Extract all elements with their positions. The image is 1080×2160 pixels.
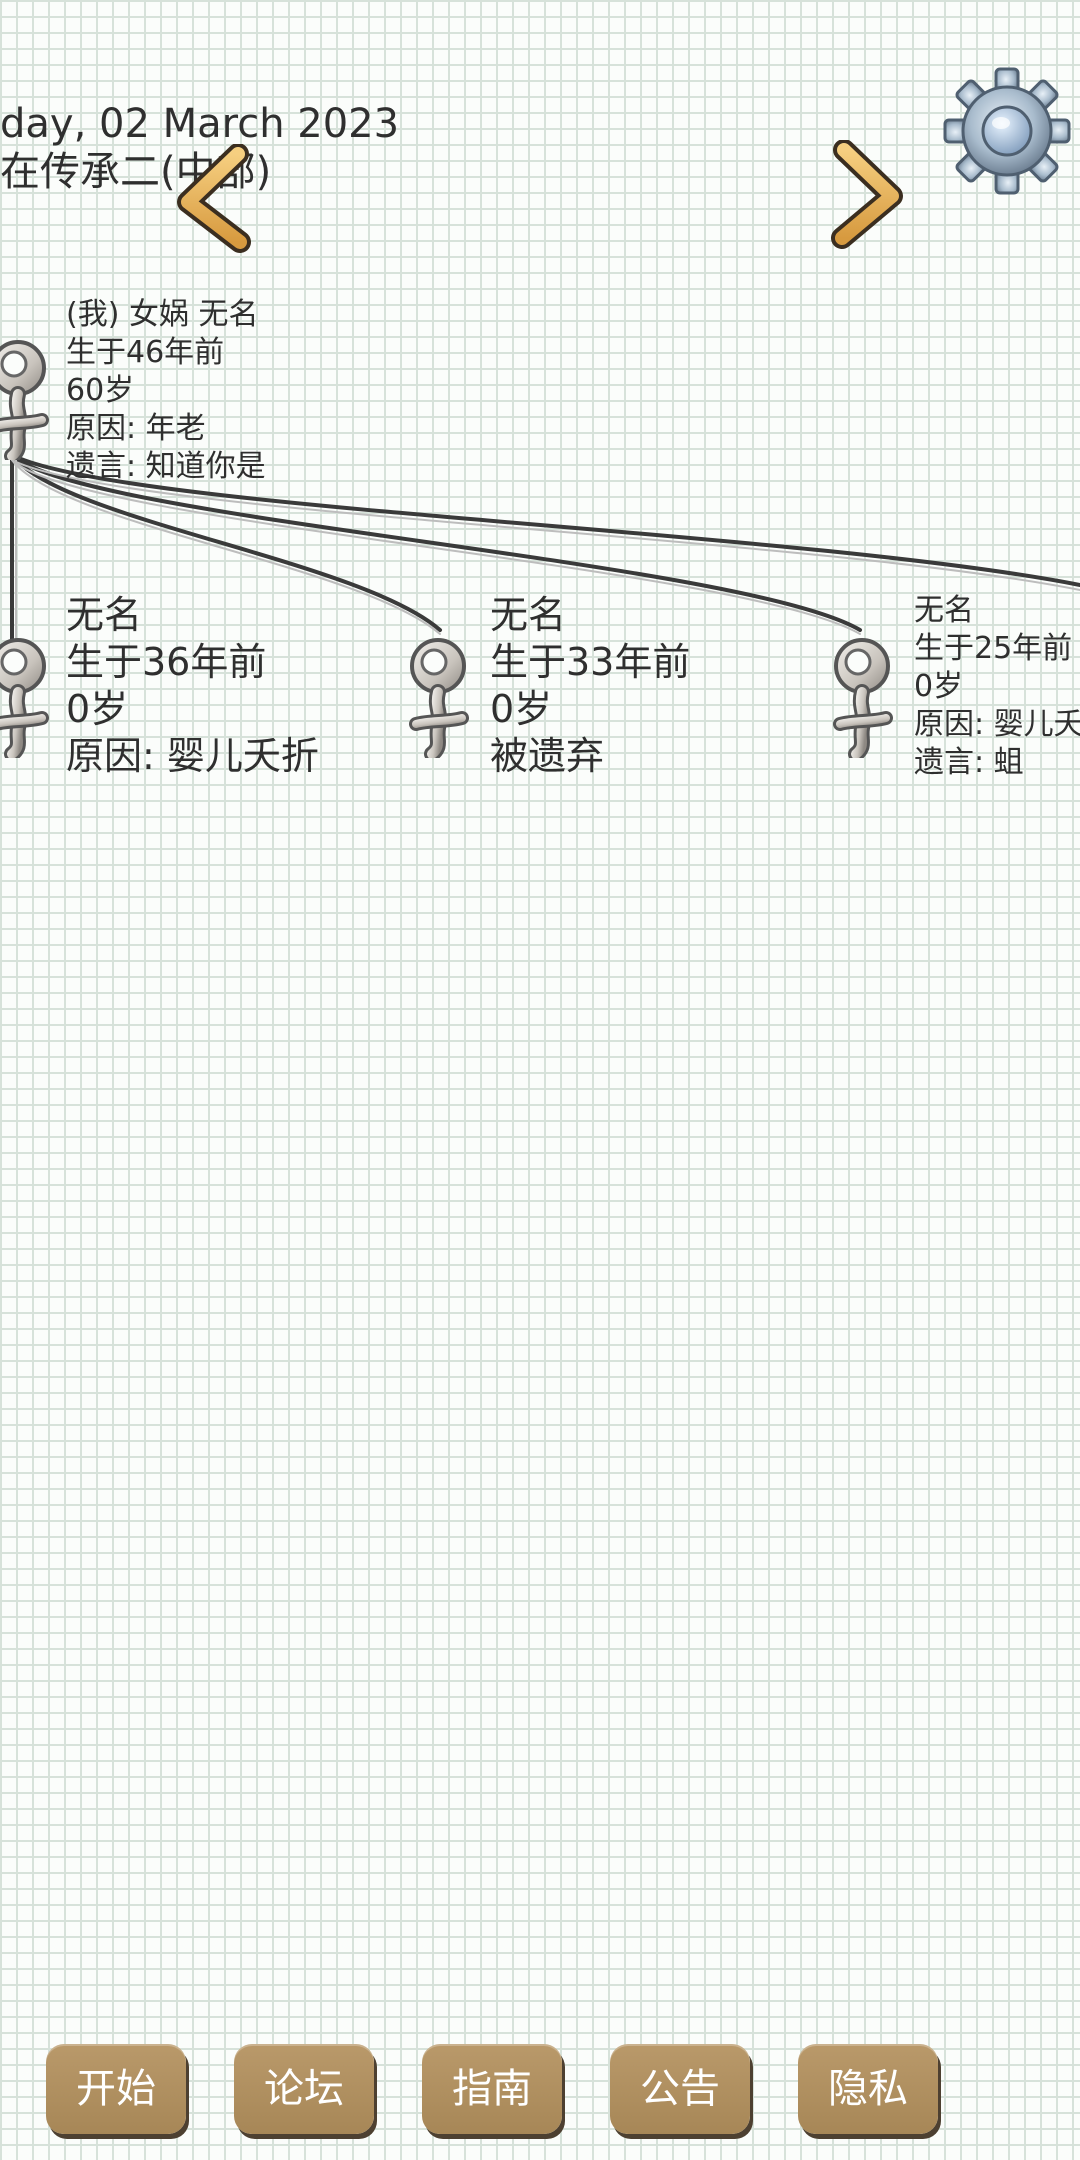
person-last-words: 遗言: 蛆 bbox=[914, 745, 1024, 780]
person-age: 0岁 bbox=[490, 687, 553, 731]
chevron-left-icon bbox=[177, 143, 251, 253]
person-info-me: (我) 女娲 无名 生于46年前 60岁 原因: 年老 遗言: 知道你是 bbox=[66, 296, 266, 486]
female-symbol-icon bbox=[822, 628, 902, 758]
person-age: 60岁 bbox=[66, 373, 135, 408]
person-cause: 原因: 年老 bbox=[66, 411, 206, 446]
guide-button[interactable]: 指南 bbox=[422, 2044, 562, 2134]
person-info-child-3: 无名 生于25年前 0岁 原因: 婴儿夭 遗言: 蛆 bbox=[914, 592, 1080, 782]
female-symbol-icon bbox=[0, 330, 58, 460]
date-text: day, 02 March 2023 bbox=[0, 101, 400, 147]
forum-button[interactable]: 论坛 bbox=[234, 2044, 374, 2134]
female-symbol-icon bbox=[0, 628, 58, 758]
person-cause: 原因: 婴儿夭折 bbox=[66, 734, 319, 778]
person-birth: 生于46年前 bbox=[66, 335, 225, 370]
person-info-child-2: 无名 生于33年前 0岁 被遗弃 bbox=[490, 592, 690, 780]
chevron-right-icon bbox=[831, 139, 903, 249]
person-age: 0岁 bbox=[66, 687, 129, 731]
person-cause: 原因: 婴儿夭 bbox=[914, 707, 1080, 742]
person-name: 无名 bbox=[66, 593, 143, 637]
person-icon-child-3[interactable] bbox=[822, 628, 902, 758]
announcement-button[interactable]: 公告 bbox=[610, 2044, 750, 2134]
female-symbol-icon bbox=[398, 628, 478, 758]
person-age: 0岁 bbox=[914, 669, 964, 704]
person-name: 无名 bbox=[490, 593, 567, 637]
start-button[interactable]: 开始 bbox=[46, 2044, 186, 2134]
privacy-button[interactable]: 隐私 bbox=[798, 2044, 938, 2134]
person-name: 无名 bbox=[914, 593, 974, 628]
person-birth: 生于25年前 bbox=[914, 631, 1073, 666]
prev-button[interactable] bbox=[168, 143, 258, 254]
person-birth: 生于33年前 bbox=[490, 640, 691, 684]
person-icon-child-1[interactable] bbox=[0, 628, 58, 758]
gear-icon bbox=[943, 67, 1071, 195]
person-name: (我) 女娲 无名 bbox=[66, 297, 259, 332]
person-info-child-1: 无名 生于36年前 0岁 原因: 婴儿夭折 bbox=[66, 592, 319, 780]
settings-button[interactable] bbox=[942, 66, 1072, 196]
person-icon-me[interactable] bbox=[0, 330, 58, 460]
person-icon-child-2[interactable] bbox=[398, 628, 478, 758]
person-last-words: 遗言: 知道你是 bbox=[66, 449, 266, 484]
person-status: 被遗弃 bbox=[490, 734, 605, 778]
next-button[interactable] bbox=[822, 139, 912, 250]
person-birth: 生于36年前 bbox=[66, 640, 267, 684]
